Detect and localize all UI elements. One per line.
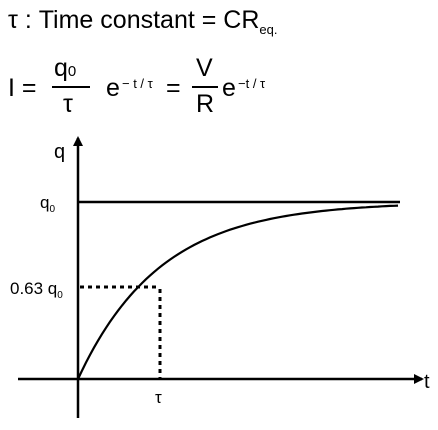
- mark-label-subscript: 0: [57, 290, 63, 301]
- fraction2-numerator: V: [196, 54, 213, 82]
- exponential1-base: e: [106, 74, 120, 102]
- time-constant-definition: τ : Time constant = CReq.: [8, 6, 277, 37]
- q0-label-subscript: 0: [49, 204, 55, 215]
- current-equation: I = q0 τ e − t / τ = V R e −t / τ: [8, 52, 428, 124]
- exponential2-base: e: [222, 74, 236, 102]
- equals-sign: =: [166, 74, 181, 102]
- x-axis-label: t: [424, 371, 430, 393]
- tau-tick-label: τ: [155, 388, 162, 407]
- fraction2-denominator: R: [196, 90, 215, 118]
- charging-curve: [77, 204, 399, 380]
- exponential2-power: −t / τ: [238, 76, 266, 91]
- exponential1-power: − t / τ: [122, 76, 153, 91]
- q0-label-symbol: q: [40, 193, 49, 212]
- current-lhs: I =: [8, 74, 37, 102]
- mark-label-text: 0.63 q: [10, 279, 57, 298]
- fraction1-numerator: q0: [54, 54, 76, 83]
- q0-label: q0: [40, 193, 55, 215]
- fraction1-denominator: τ: [63, 90, 73, 118]
- fraction1-bar: [52, 86, 90, 88]
- req-subscript: eq.: [259, 22, 278, 37]
- fraction2-bar: [192, 86, 218, 88]
- q-zero-subscript: 0: [67, 63, 77, 80]
- y-axis-label: q: [54, 141, 65, 163]
- time-constant-text: τ : Time constant = CR: [8, 6, 260, 34]
- q-symbol: q: [54, 54, 68, 82]
- mark-label: 0.63 q0: [10, 279, 63, 301]
